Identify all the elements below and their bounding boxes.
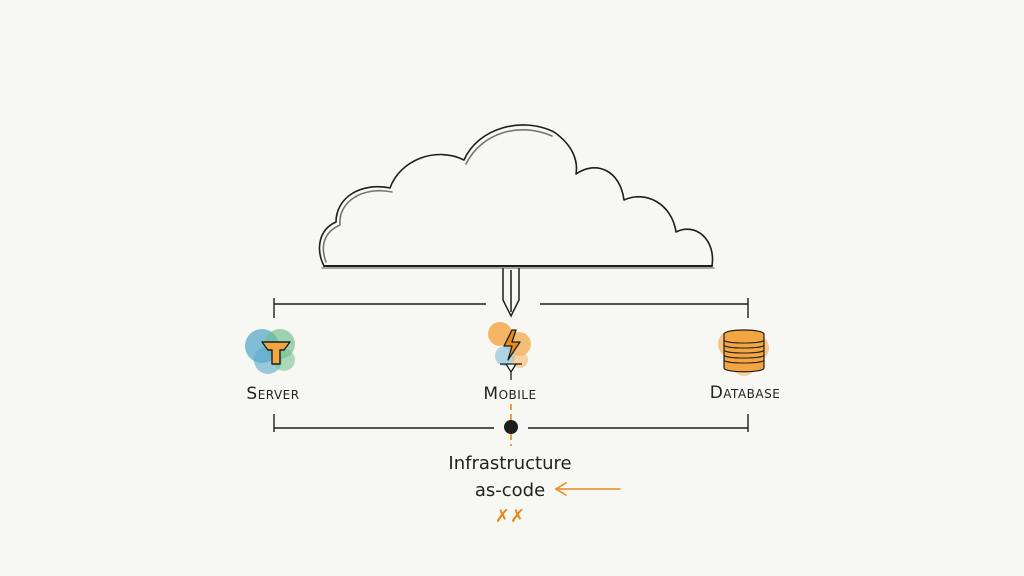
cloud-connector (502, 268, 520, 318)
junction-node (504, 420, 518, 434)
database-label: Database (710, 383, 781, 403)
lightning-flame-icon (488, 322, 531, 380)
mobile-label: Mobile (483, 384, 536, 404)
cloud-icon (318, 124, 715, 269)
cross-marks: ✗✗ (495, 506, 525, 527)
upper-bus (273, 298, 749, 318)
arrow-left-icon (554, 482, 621, 496)
annotation-line2: as-code (475, 480, 545, 501)
annotation-line1: Infrastructure (448, 453, 571, 474)
server-funnel-icon (245, 329, 295, 374)
server-label: Server (246, 384, 299, 404)
lower-bus (273, 414, 749, 432)
database-stack-icon (718, 329, 769, 376)
